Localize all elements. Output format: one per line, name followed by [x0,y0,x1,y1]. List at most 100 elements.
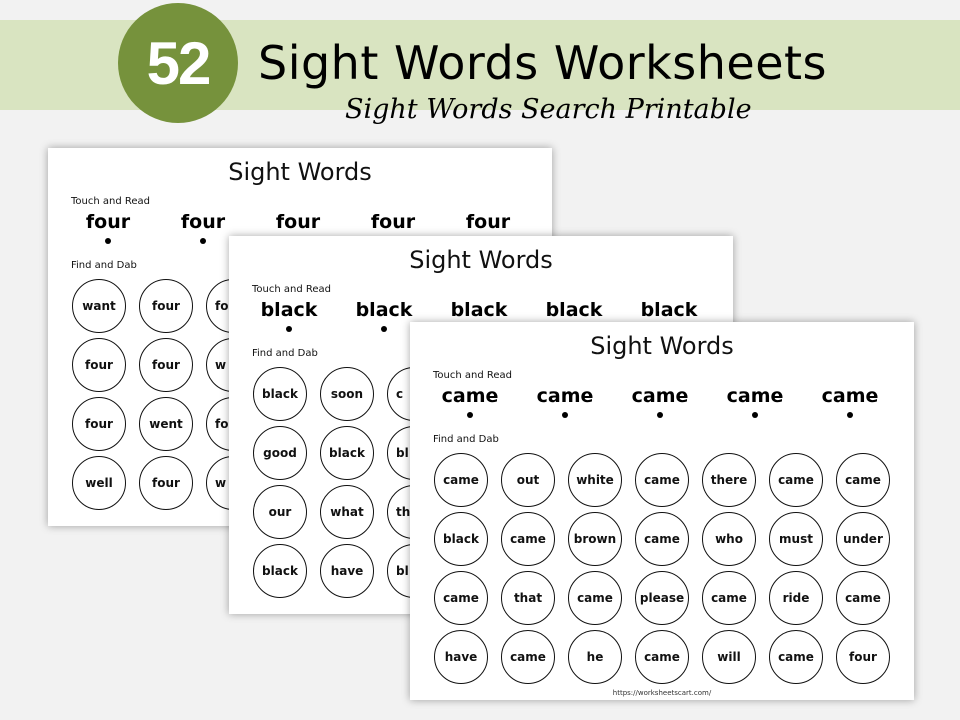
word-circle-text: four [85,417,113,431]
dot-marker [200,238,206,244]
source-url: https://worksheetscart.com/ [612,689,712,697]
word-circle-text: black [329,446,365,460]
word-circle-text: w [215,476,227,490]
word-circle-text: c [396,387,404,401]
word-circle-text: bl [396,564,409,578]
word-circle: well [72,456,126,510]
word-circle-text: well [85,476,113,490]
word-circle: black [320,426,374,480]
touch-and-read-label: Touch and Read [433,370,512,381]
word-circle-text: have [330,564,364,578]
word-circle: soon [320,367,374,421]
dot-marker [847,412,853,418]
word-circle: came [836,453,890,507]
word-circle: four [72,338,126,392]
word-circle-text: went [149,417,183,431]
touch-word: came [726,385,784,407]
word-circle-text: that [513,591,543,605]
word-circle-text: black [262,387,298,401]
find-and-dab-label: Find and Dab [252,348,318,359]
word-circle-text: there [710,473,748,487]
word-circle-text: black [443,532,479,546]
word-circle: there [702,453,756,507]
word-circle: under [836,512,890,566]
word-circle-text: want [82,299,116,313]
word-circle: came [635,512,689,566]
word-circle-text: came [510,650,546,664]
dot-marker [657,412,663,418]
word-circle: four [139,279,193,333]
word-circle: came [635,453,689,507]
word-circle-text: four [152,358,180,372]
word-circle: came [836,571,890,625]
word-circle: brown [568,512,622,566]
touch-and-read-label: Touch and Read [71,196,150,207]
touch-word: came [821,385,879,407]
word-circle-text: white [576,473,614,487]
word-circle: must [769,512,823,566]
page-title: Sight Words Worksheets [258,36,828,90]
word-circle: will [702,630,756,684]
word-circle-text: brown [573,532,617,546]
count-badge: 52 [118,3,238,123]
touch-and-read-label: Touch and Read [252,284,331,295]
dot-marker [381,326,387,332]
word-circle-text: fo [215,417,229,431]
word-circle-text: soon [330,387,364,401]
word-circle: our [253,485,307,539]
worksheet-title: Sight Words [590,332,734,360]
word-circle: came [702,571,756,625]
word-circle: went [139,397,193,451]
word-circle-text: under [843,532,883,546]
word-circle: what [320,485,374,539]
touch-word: black [545,299,603,321]
word-circle-text: four [152,299,180,313]
word-circle: came [568,571,622,625]
word-circle: want [72,279,126,333]
touch-word: four [370,211,416,233]
worksheet-title: Sight Words [228,158,372,186]
word-circle: good [253,426,307,480]
word-circle: black [434,512,488,566]
word-circle-text: fo [215,299,229,313]
touch-word: came [536,385,594,407]
word-circle: he [568,630,622,684]
word-circle-text: four [849,650,877,664]
dot-marker [105,238,111,244]
touch-word: black [355,299,413,321]
word-circle: came [769,453,823,507]
word-circle: came [635,630,689,684]
word-circle: out [501,453,555,507]
word-circle-text: came [711,591,747,605]
word-circle: ride [769,571,823,625]
word-circle: please [635,571,689,625]
touch-word: black [260,299,318,321]
word-circle-text: w [215,358,227,372]
word-circle-text: black [262,564,298,578]
word-circle-text: what [330,505,364,519]
word-circle-text: must [779,532,813,546]
dot-marker [562,412,568,418]
touch-word: came [441,385,499,407]
word-circle-text: came [845,473,881,487]
word-circle-text: came [845,591,881,605]
word-circle-text: came [644,650,680,664]
word-circle-text: will [717,650,741,664]
touch-word: four [465,211,511,233]
word-circle: four [836,630,890,684]
word-circle-text: who [715,532,743,546]
word-circle: that [501,571,555,625]
word-circle-text: came [577,591,613,605]
word-circle-text: bl [396,446,409,460]
word-circle-text: our [268,505,292,519]
word-circle: have [320,544,374,598]
word-circle: four [72,397,126,451]
find-and-dab-label: Find and Dab [433,434,499,445]
dot-marker [467,412,473,418]
word-circle-text: came [443,473,479,487]
word-circle: came [434,453,488,507]
word-circle: black [253,367,307,421]
word-circle-text: please [639,591,685,605]
word-circle-text: came [644,532,680,546]
word-circle-text: good [263,446,297,460]
